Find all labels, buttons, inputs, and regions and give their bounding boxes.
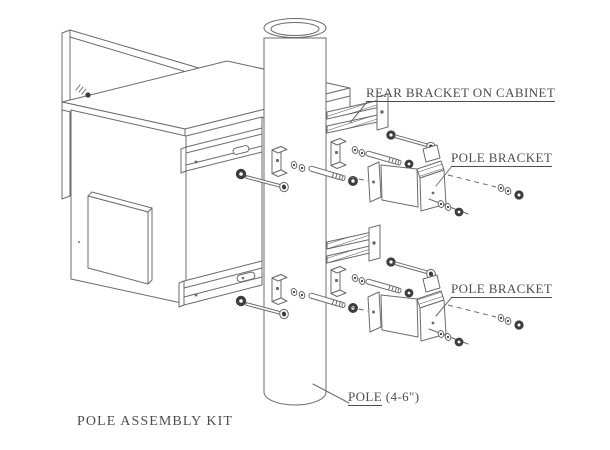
pole-bracket-lower bbox=[367, 274, 447, 342]
pole bbox=[263, 18, 327, 406]
lower-right-hardware bbox=[428, 313, 524, 347]
rear-bracket-rail-upper bbox=[180, 127, 263, 174]
cabinet-door-panel bbox=[87, 191, 153, 285]
upper-mount-hardware bbox=[235, 130, 497, 194]
rear-bracket-end-upper bbox=[326, 93, 389, 134]
lid-screw bbox=[75, 84, 91, 98]
upper-right-hardware bbox=[428, 183, 524, 217]
rear-bracket-rail-lower bbox=[178, 260, 263, 308]
rear-bracket-end-lower bbox=[326, 224, 381, 264]
lower-mount-hardware bbox=[235, 257, 497, 321]
pole-bracket-upper bbox=[367, 144, 447, 212]
leader-lines bbox=[312, 101, 453, 404]
